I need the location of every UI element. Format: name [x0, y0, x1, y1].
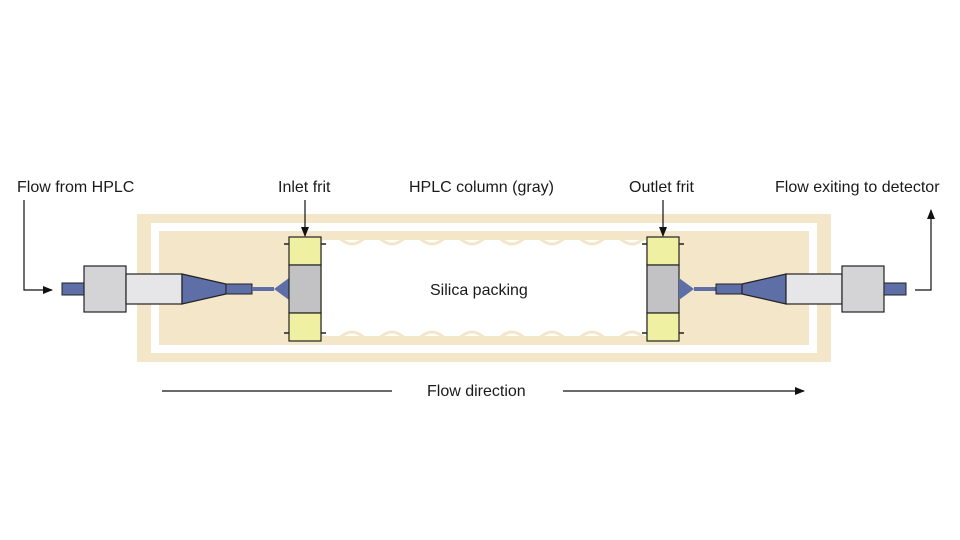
outlet-frit-top — [646, 236, 680, 266]
inlet-cone — [274, 278, 289, 300]
flow-in-arrow — [23, 200, 53, 294]
inlet-nut — [83, 265, 127, 313]
outlet-nut — [841, 265, 885, 313]
outlet-frit-bottom — [646, 312, 680, 342]
inlet-frit-middle — [288, 264, 322, 314]
outlet-frit — [642, 236, 684, 342]
inlet-tube-stub — [61, 282, 85, 296]
outlet-frit-middle — [646, 264, 680, 314]
outlet-cone — [679, 278, 694, 300]
label-flow-direction: Flow direction — [427, 383, 526, 400]
label-inlet-frit: Inlet frit — [278, 179, 331, 196]
bore-wavy-bottom — [321, 330, 650, 342]
label-outlet-frit: Outlet frit — [629, 179, 694, 196]
label-flow-from-hplc: Flow from HPLC — [17, 179, 134, 196]
inlet-body — [125, 273, 183, 305]
outlet-fitting — [679, 265, 907, 313]
bore-wavy-top — [321, 234, 650, 246]
label-silica-packing: Silica packing — [430, 282, 528, 299]
inlet-frit-top — [288, 236, 322, 266]
outlet-tube — [715, 283, 743, 295]
inlet-frit — [284, 236, 326, 342]
flow-arrows — [23, 200, 935, 395]
inlet-frit-bottom — [288, 312, 322, 342]
column-bore — [322, 240, 646, 336]
outlet-capillary — [694, 287, 716, 291]
outlet-tube-stub — [883, 282, 907, 296]
inlet-tube — [225, 283, 253, 295]
flow-out-arrow — [915, 209, 935, 291]
inlet-capillary — [252, 287, 274, 291]
label-hplc-column: HPLC column (gray) — [409, 179, 554, 196]
inlet-fitting — [61, 265, 289, 313]
label-flow-exiting: Flow exiting to detector — [775, 179, 940, 196]
outlet-body — [785, 273, 843, 305]
